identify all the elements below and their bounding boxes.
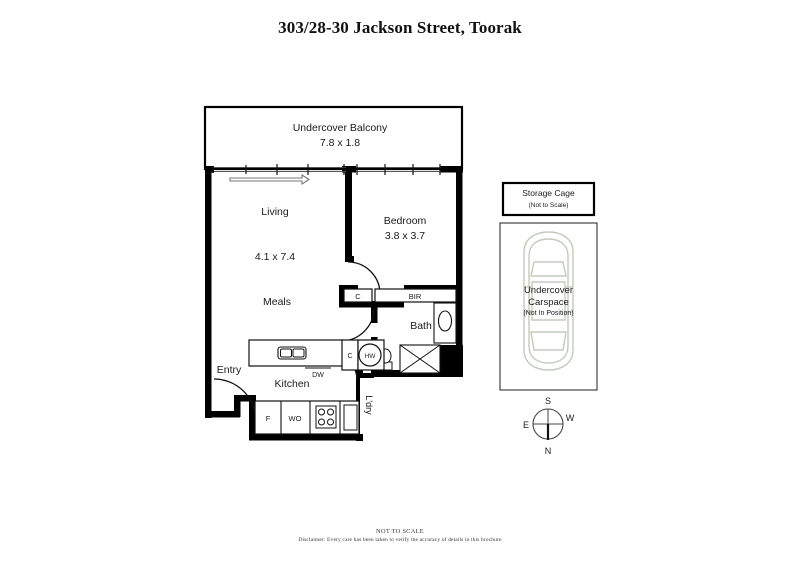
dishwasher-label: DW xyxy=(312,372,324,379)
living-label: Living xyxy=(261,206,289,218)
balcony-label: Undercover Balcony xyxy=(293,122,388,134)
laundry-label: L'dry xyxy=(364,395,374,415)
kitchen-bench-lower: F WO xyxy=(254,400,360,435)
carspace-line2: Carspace xyxy=(528,297,569,308)
bedroom-label: Bedroom xyxy=(384,215,427,227)
disclaimer-text: Disclaimer: Every care has been taken to… xyxy=(298,537,502,543)
bath-fixtures xyxy=(378,302,457,374)
bath-door xyxy=(340,307,375,342)
carspace-box: Undercover Carspace (Not In Position) xyxy=(499,222,598,391)
hot-water-label: HW xyxy=(365,353,377,360)
storage-cage-label: Storage Cage xyxy=(522,188,575,198)
closet-bedroom-label: C xyxy=(355,292,361,301)
compass-left-label: E xyxy=(523,420,529,430)
fridge-label: F xyxy=(266,414,271,423)
carspace-note: (Not In Position) xyxy=(523,310,573,317)
meals-label: Meals xyxy=(263,296,291,308)
cupboard-bir: BIR xyxy=(374,288,457,303)
compass-bottom-label: N xyxy=(545,446,552,456)
bedroom-window xyxy=(356,164,441,175)
laundry-room: L'dry xyxy=(360,378,382,434)
bath-label: Bath xyxy=(410,320,432,332)
bedroom-dims: 3.8 x 3.7 xyxy=(385,230,425,242)
compass-top-label: S xyxy=(545,396,551,406)
kitchen-label: Kitchen xyxy=(274,378,309,390)
storage-cage-note: (Not to Scale) xyxy=(529,202,569,209)
footer-disclaimer: NOT TO SCALE Disclaimer: Every care has … xyxy=(0,528,800,543)
kitchen-closet-hw: C HW xyxy=(341,339,385,371)
compass-right-label: W xyxy=(566,413,575,423)
carspace-line1: Undercover xyxy=(524,285,573,296)
car-icon xyxy=(523,231,574,371)
balcony-outline xyxy=(203,105,464,171)
entry-label: Entry xyxy=(217,364,242,376)
compass-rose: S N E W xyxy=(523,396,575,456)
balcony-dims: 7.8 x 1.8 xyxy=(320,137,360,149)
wall-oven-label: WO xyxy=(289,414,302,423)
apartment-walls xyxy=(205,166,463,441)
closet-kitchen-label: C xyxy=(347,353,352,360)
page-title: 303/28-30 Jackson Street, Toorak xyxy=(278,18,522,37)
storage-cage-box: Storage Cage (Not to Scale) xyxy=(501,181,596,217)
cupboard-c-bedroom: C xyxy=(343,288,373,303)
kitchen-bench-upper: DW xyxy=(248,339,344,379)
not-to-scale-text: NOT TO SCALE xyxy=(376,528,424,535)
balcony-sliding-door xyxy=(212,164,346,186)
living-dims: 4.1 x 7.4 xyxy=(255,251,295,263)
bir-label: BIR xyxy=(409,292,422,301)
